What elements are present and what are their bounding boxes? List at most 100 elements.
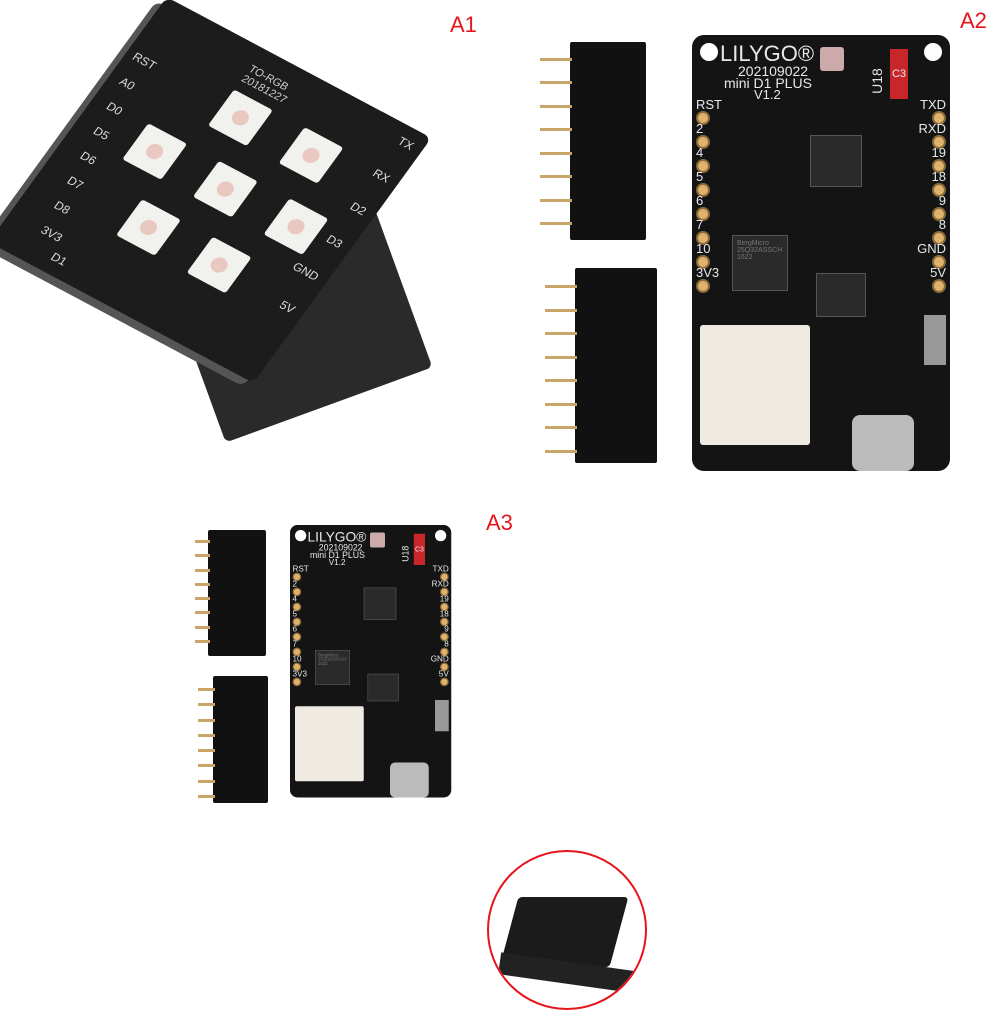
pin-label-right: GND bbox=[289, 259, 322, 284]
header-pin bbox=[195, 582, 210, 586]
version-label: V1.2 bbox=[754, 87, 781, 102]
battery-holder-detail bbox=[487, 850, 647, 1010]
header-pin bbox=[195, 611, 210, 615]
brand-label: LILYGO® bbox=[307, 528, 367, 545]
flash-text: BergMicro bbox=[737, 240, 769, 247]
regulator-chip bbox=[816, 273, 866, 317]
pin-pad bbox=[696, 111, 710, 125]
pin-label-left: 5 bbox=[696, 169, 704, 184]
pin-label-bottom: D1 bbox=[48, 249, 70, 269]
pin-pad bbox=[440, 632, 449, 642]
pin-pad bbox=[440, 587, 449, 597]
header-pin bbox=[545, 285, 577, 288]
pin-pad bbox=[440, 572, 449, 582]
header-pin bbox=[198, 703, 215, 707]
header-pin bbox=[198, 733, 215, 737]
date-label: 202109022 bbox=[738, 63, 809, 79]
mount-hole bbox=[700, 43, 718, 61]
header-pin bbox=[195, 568, 210, 572]
pin-pad bbox=[696, 159, 710, 173]
antenna-connector bbox=[820, 47, 844, 71]
esp32-c3-chip bbox=[363, 587, 397, 620]
pin-pad bbox=[696, 135, 710, 149]
pin-label-right: RXD bbox=[918, 121, 946, 136]
header-pin bbox=[198, 718, 215, 722]
pin-pad bbox=[440, 617, 449, 627]
pin-label-right: 5V bbox=[438, 668, 449, 679]
header-pin bbox=[540, 198, 572, 202]
pin-label-left: 3V3 bbox=[38, 223, 66, 245]
pin-pad bbox=[440, 662, 449, 672]
header-pin bbox=[545, 426, 577, 430]
rgb-led bbox=[278, 127, 344, 184]
pin-pad bbox=[292, 572, 302, 582]
pin-label-right: 19 bbox=[439, 593, 449, 604]
pin-pad bbox=[932, 111, 946, 125]
header-pin bbox=[540, 104, 572, 108]
pin-label-right: 5V bbox=[276, 297, 298, 317]
version-label: V1.2 bbox=[328, 557, 346, 567]
c3-badge: C3 bbox=[890, 49, 908, 99]
header-pin bbox=[195, 540, 210, 543]
pin-pad bbox=[292, 587, 302, 597]
battery-connector bbox=[700, 325, 810, 445]
pin-label-right: GND bbox=[430, 653, 449, 664]
label-a3: A3 bbox=[486, 510, 513, 535]
pin-label-right: 8 bbox=[938, 217, 946, 232]
header-pin bbox=[198, 795, 215, 798]
female-header-2-small bbox=[213, 676, 268, 803]
pin-label-right: 18 bbox=[439, 608, 449, 619]
regulator-chip bbox=[367, 673, 399, 702]
female-header-1 bbox=[570, 42, 646, 240]
female-header-1-small bbox=[208, 530, 266, 656]
rgb-led bbox=[207, 89, 273, 147]
flash-text: 25Q32ASSCH bbox=[318, 657, 347, 662]
header-pin bbox=[545, 308, 577, 312]
header-pin bbox=[195, 640, 210, 643]
header-pin bbox=[198, 749, 215, 753]
pin-label-left: 7 bbox=[292, 638, 298, 649]
rgb-led bbox=[115, 199, 181, 256]
label-a1: A1 bbox=[450, 12, 477, 37]
header-pin bbox=[545, 355, 577, 359]
pin-label-right: 18 bbox=[931, 169, 946, 184]
model-label: mini D1 PLUS bbox=[310, 550, 365, 560]
header-pin bbox=[545, 379, 577, 383]
header-pin bbox=[545, 450, 577, 453]
pin-pad bbox=[932, 183, 946, 197]
pin-pad bbox=[440, 602, 449, 612]
pin-pad bbox=[932, 255, 946, 269]
pin-pad bbox=[932, 279, 946, 293]
pin-label-right: RX bbox=[369, 166, 393, 186]
pin-pad bbox=[932, 231, 946, 245]
pin-label-left: RST bbox=[129, 49, 160, 73]
pin-label-left: 10 bbox=[292, 653, 302, 664]
pin-pad bbox=[696, 231, 710, 245]
header-pin bbox=[545, 332, 577, 336]
module-label: U18 bbox=[868, 68, 885, 94]
label-a2: A2 bbox=[960, 8, 987, 33]
esp32-c3-chip bbox=[810, 135, 862, 187]
female-header-2 bbox=[575, 268, 657, 463]
pin-pad bbox=[292, 617, 302, 627]
mount-hole bbox=[295, 530, 307, 542]
pin-pad bbox=[292, 602, 302, 612]
rgb-led bbox=[186, 236, 252, 294]
pin-label-right: 19 bbox=[931, 145, 946, 160]
rgb-led bbox=[192, 160, 258, 218]
pin-label-right: D3 bbox=[323, 232, 346, 251]
pin-label-left: RST bbox=[696, 97, 722, 112]
pin-label-left: D5 bbox=[90, 124, 113, 143]
pin-label-left: 4 bbox=[696, 145, 704, 160]
date-label: 202109022 bbox=[318, 542, 363, 553]
pin-label-right: TXD bbox=[920, 97, 946, 112]
pin-pad bbox=[696, 207, 710, 221]
pin-pad bbox=[292, 632, 302, 642]
battery-connector bbox=[295, 706, 364, 782]
pin-label-left: 5 bbox=[292, 608, 298, 619]
pin-label-left: 6 bbox=[696, 193, 704, 208]
pin-label-left: 3V3 bbox=[696, 265, 720, 280]
flash-text: 1622 bbox=[737, 254, 753, 261]
